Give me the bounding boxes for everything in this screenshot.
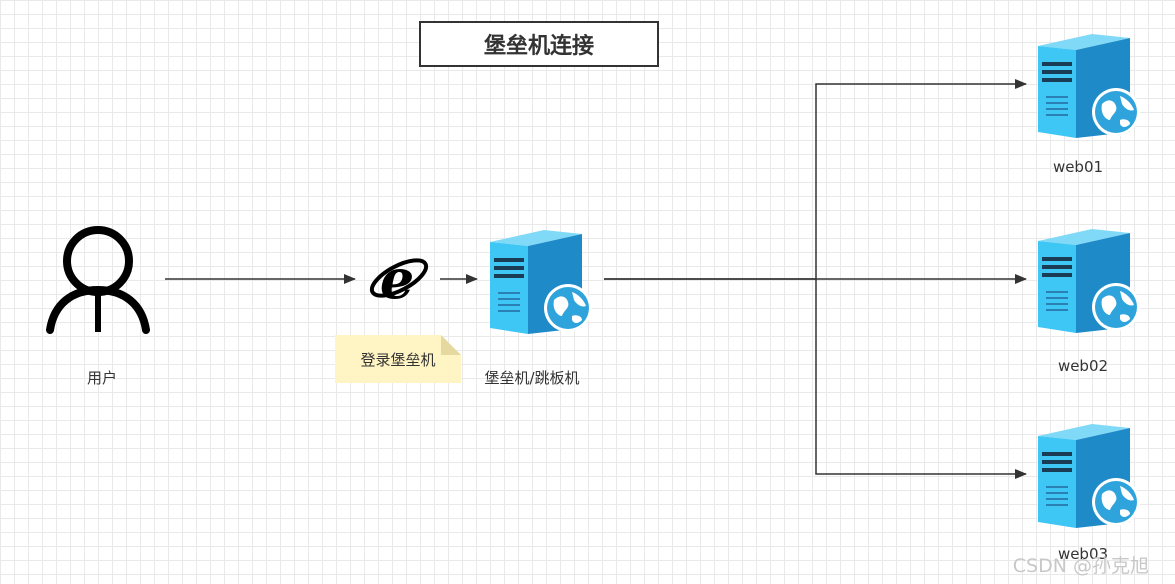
login-note[interactable]: 登录堡垒机 [335,335,461,383]
web02-server-icon[interactable] [1034,223,1144,335]
web02-label: web02 [1057,357,1109,375]
login-note-text: 登录堡垒机 [360,350,436,369]
web03-server-icon[interactable] [1034,418,1144,530]
diagram-title[interactable]: 堡垒机连接 [419,21,659,67]
svg-text:e: e [380,248,414,310]
web03-label: web03 [1057,545,1109,563]
web01-server-icon[interactable] [1034,28,1144,140]
user-icon[interactable] [44,224,152,336]
user-label: 用户 [86,369,117,387]
edge-bastion-web03 [815,279,1027,479]
bastion-label: 堡垒机/跳板机 [484,369,580,387]
bastion-server-icon[interactable] [486,224,596,336]
web01-label: web01 [1052,158,1104,176]
internet-explorer-icon[interactable]: e [366,248,432,310]
edge-bastion-web01 [604,79,1027,280]
watermark: CSDN @孙克旭 [1012,555,1149,577]
